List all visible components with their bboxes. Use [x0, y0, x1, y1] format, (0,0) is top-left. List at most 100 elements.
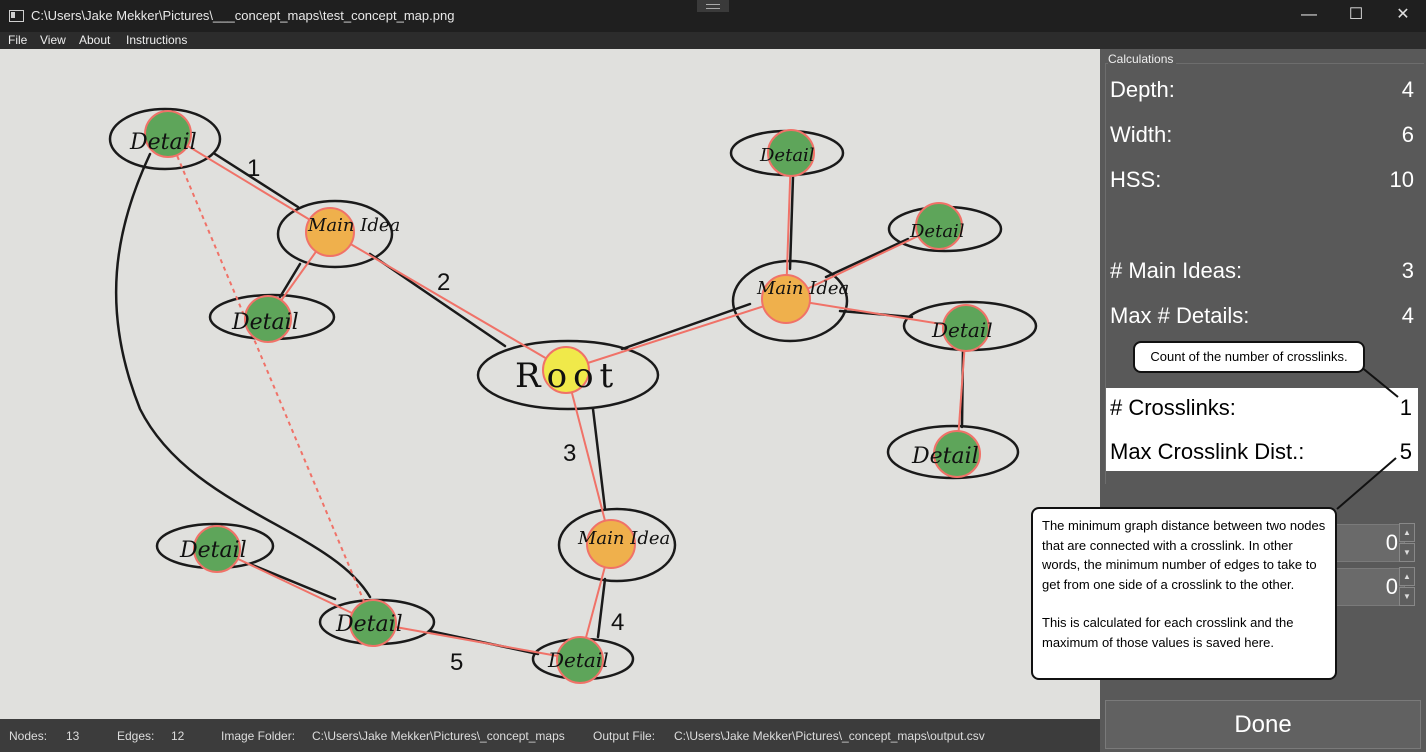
hand-edge: [596, 577, 607, 639]
done-button[interactable]: Done: [1105, 700, 1421, 749]
crosslinks-highlight: # Crosslinks: 1 Max Crosslink Dist.: 5: [1106, 388, 1418, 471]
root-node: [542, 346, 590, 394]
nodes-value: 13: [66, 729, 80, 743]
window-title: C:\Users\Jake Mekker\Pictures\___concept…: [31, 8, 455, 23]
main-ideas-value: 3: [1401, 258, 1414, 283]
menu-file[interactable]: File: [8, 33, 28, 47]
graph-edge: [216, 548, 374, 624]
detail-node: [193, 525, 241, 573]
tooltip-paragraph: The minimum graph distance between two n…: [1042, 518, 1326, 592]
concept-map-canvas[interactable]: Detail Main Idea Detail Root Detail Main…: [0, 49, 1100, 719]
depth-value: 4: [1401, 77, 1414, 102]
output-file-label: Output File:: [593, 729, 656, 743]
tooltip-pointer: [1359, 365, 1399, 398]
graph-edge: [372, 622, 581, 661]
detail-node: [915, 202, 963, 250]
menu-instructions[interactable]: Instructions: [126, 33, 188, 47]
edges-value: 12: [171, 729, 185, 743]
hand-ellipse: [557, 507, 677, 583]
width-label: Width:: [1110, 122, 1173, 147]
node-label: Main Idea: [577, 528, 670, 549]
spinner-2-arrows[interactable]: ▲ ▼: [1399, 567, 1415, 606]
node-label: Detail: [335, 612, 403, 637]
graph-edge: [785, 298, 967, 329]
status-bar: Nodes: 13 Edges: 12 Image Folder: C:\Use…: [0, 719, 1100, 752]
detail-node: [556, 636, 604, 684]
hand-ellipse: [276, 199, 394, 269]
tooltip-paragraph: This is calculated for each crosslink an…: [1042, 615, 1294, 650]
drag-handle[interactable]: [697, 0, 729, 12]
edge-number: 1: [247, 155, 260, 182]
hand-edge: [248, 562, 337, 601]
menu-about[interactable]: About: [79, 33, 111, 47]
main-idea-node: [305, 207, 355, 257]
hand-ellipse: [108, 107, 222, 171]
node-label: Detail: [231, 310, 299, 335]
node-label: Detail: [759, 145, 815, 166]
minimize-icon[interactable]: —: [1301, 6, 1317, 23]
node-label: Detail: [931, 318, 993, 342]
spinner-1-value: 0: [1385, 530, 1398, 555]
hand-edge: [591, 407, 607, 511]
edge-number: 5: [450, 649, 463, 676]
title-bar: C:\Users\Jake Mekker\Pictures\___concept…: [0, 0, 1426, 32]
node-label: Detail: [179, 538, 247, 563]
tooltip-pointer: [1336, 457, 1397, 510]
max-details-label: Max # Details:: [1110, 303, 1250, 328]
node-label: Detail: [129, 130, 197, 155]
detail-node: [244, 295, 292, 343]
spinner-1[interactable]: 0: [1335, 524, 1405, 562]
hand-edge: [824, 237, 910, 279]
spinner-1-arrows[interactable]: ▲ ▼: [1399, 523, 1415, 562]
crosslinks-tooltip: Count of the number of crosslinks.: [1133, 341, 1365, 373]
node-label: Detail: [547, 648, 609, 672]
graph-edge: [329, 231, 567, 371]
hss-label: HSS:: [1110, 167, 1162, 192]
edge-number: 2: [437, 269, 450, 296]
graph-edge: [785, 225, 940, 300]
maximize-icon[interactable]: ☐: [1348, 6, 1364, 23]
hss-value: 10: [1389, 167, 1414, 192]
node-label: Main Idea: [756, 278, 849, 299]
node-label: Detail: [909, 221, 965, 242]
close-icon[interactable]: ✕: [1396, 6, 1410, 23]
crosslinks-label: # Crosslinks:: [1110, 395, 1236, 420]
app-icon: [9, 10, 24, 22]
spin-down-icon[interactable]: ▼: [1399, 587, 1415, 606]
menu-bar: File View About Instructions: [0, 32, 1426, 49]
image-folder-label: Image Folder:: [221, 729, 296, 743]
max-details-value: 4: [1401, 303, 1414, 328]
image-folder-value: C:\Users\Jake Mekker\Pictures\_concept_m…: [312, 729, 565, 743]
graph-edge: [565, 369, 612, 545]
spinner-2[interactable]: 0: [1335, 568, 1405, 606]
node-label: Main Idea: [307, 215, 400, 236]
spin-down-icon[interactable]: ▼: [1399, 543, 1415, 562]
edge-number: 4: [611, 609, 624, 636]
hand-ellipse: [476, 339, 660, 411]
concept-map-drawing[interactable]: Detail Main Idea Detail Root Detail Main…: [0, 49, 1100, 719]
node-label: Root: [515, 356, 619, 396]
crosslink-edge: [167, 133, 374, 624]
main-idea-node: [761, 274, 811, 324]
detail-node: [144, 110, 192, 158]
hand-edge: [213, 152, 300, 209]
menu-view[interactable]: View: [40, 33, 66, 47]
spinner-2-value: 0: [1385, 574, 1398, 599]
hand-ellipse: [731, 259, 849, 343]
node-label: Detail: [911, 444, 979, 469]
graph-edge: [565, 298, 787, 371]
width-value: 6: [1401, 122, 1414, 147]
spin-up-icon[interactable]: ▲: [1399, 523, 1415, 542]
detail-node: [349, 599, 397, 647]
graph-edge: [167, 133, 331, 233]
main-ideas-label: # Main Ideas:: [1110, 258, 1243, 283]
calculations-label: Calculations: [1108, 52, 1177, 66]
depth-label: Depth:: [1110, 77, 1175, 102]
detail-node: [942, 304, 990, 352]
edge-number: 3: [563, 440, 576, 467]
spin-up-icon[interactable]: ▲: [1399, 567, 1415, 586]
crosslinks-value: 1: [1399, 395, 1412, 420]
main-idea-node: [586, 519, 636, 569]
output-file-value: C:\Users\Jake Mekker\Pictures\_concept_m…: [674, 729, 985, 743]
max-crosslink-dist-value: 5: [1399, 439, 1412, 464]
